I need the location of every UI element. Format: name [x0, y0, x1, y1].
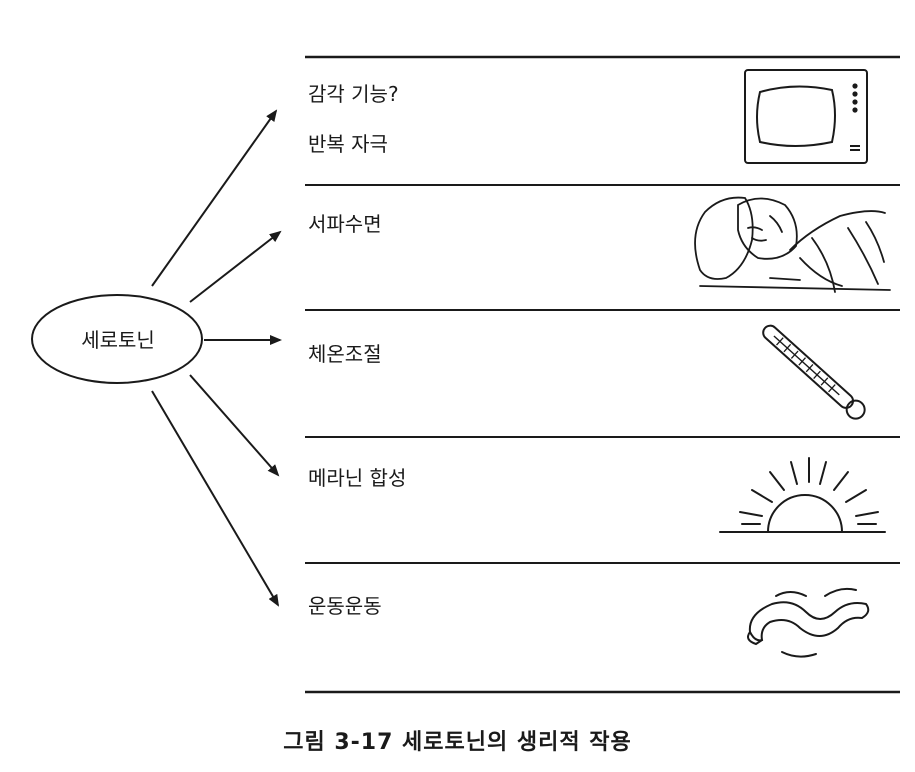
arrow-to-sensory [151, 109, 278, 287]
sun-icon [719, 457, 886, 533]
center-node-label: 세로토닌 [81, 328, 155, 352]
thermometer-icon [762, 324, 866, 420]
row-label-slow-wave-sleep: 서파수면 [308, 212, 382, 236]
arrow-to-motor [151, 390, 280, 607]
arrow-to-slow-wave-sleep [189, 230, 282, 303]
row-label-repeated-stimulus: 반복 자극 [308, 132, 388, 156]
sleeping-person-icon [694, 196, 891, 293]
row-label-sensory-function: 감각 기능? [308, 82, 399, 106]
wriggling-worm-icon [747, 587, 870, 658]
television-icon [744, 69, 868, 164]
row-label-motor-movement: 운동운동 [308, 594, 382, 618]
figure-caption: 그림 3-17 세로토닌의 생리적 작용 [283, 730, 632, 755]
center-node-ellipse [31, 294, 203, 384]
arrow-to-melanin [189, 374, 280, 477]
row-label-thermoregulation: 체온조절 [308, 342, 382, 366]
row-label-melanin-synthesis: 메라닌 합성 [308, 466, 407, 490]
